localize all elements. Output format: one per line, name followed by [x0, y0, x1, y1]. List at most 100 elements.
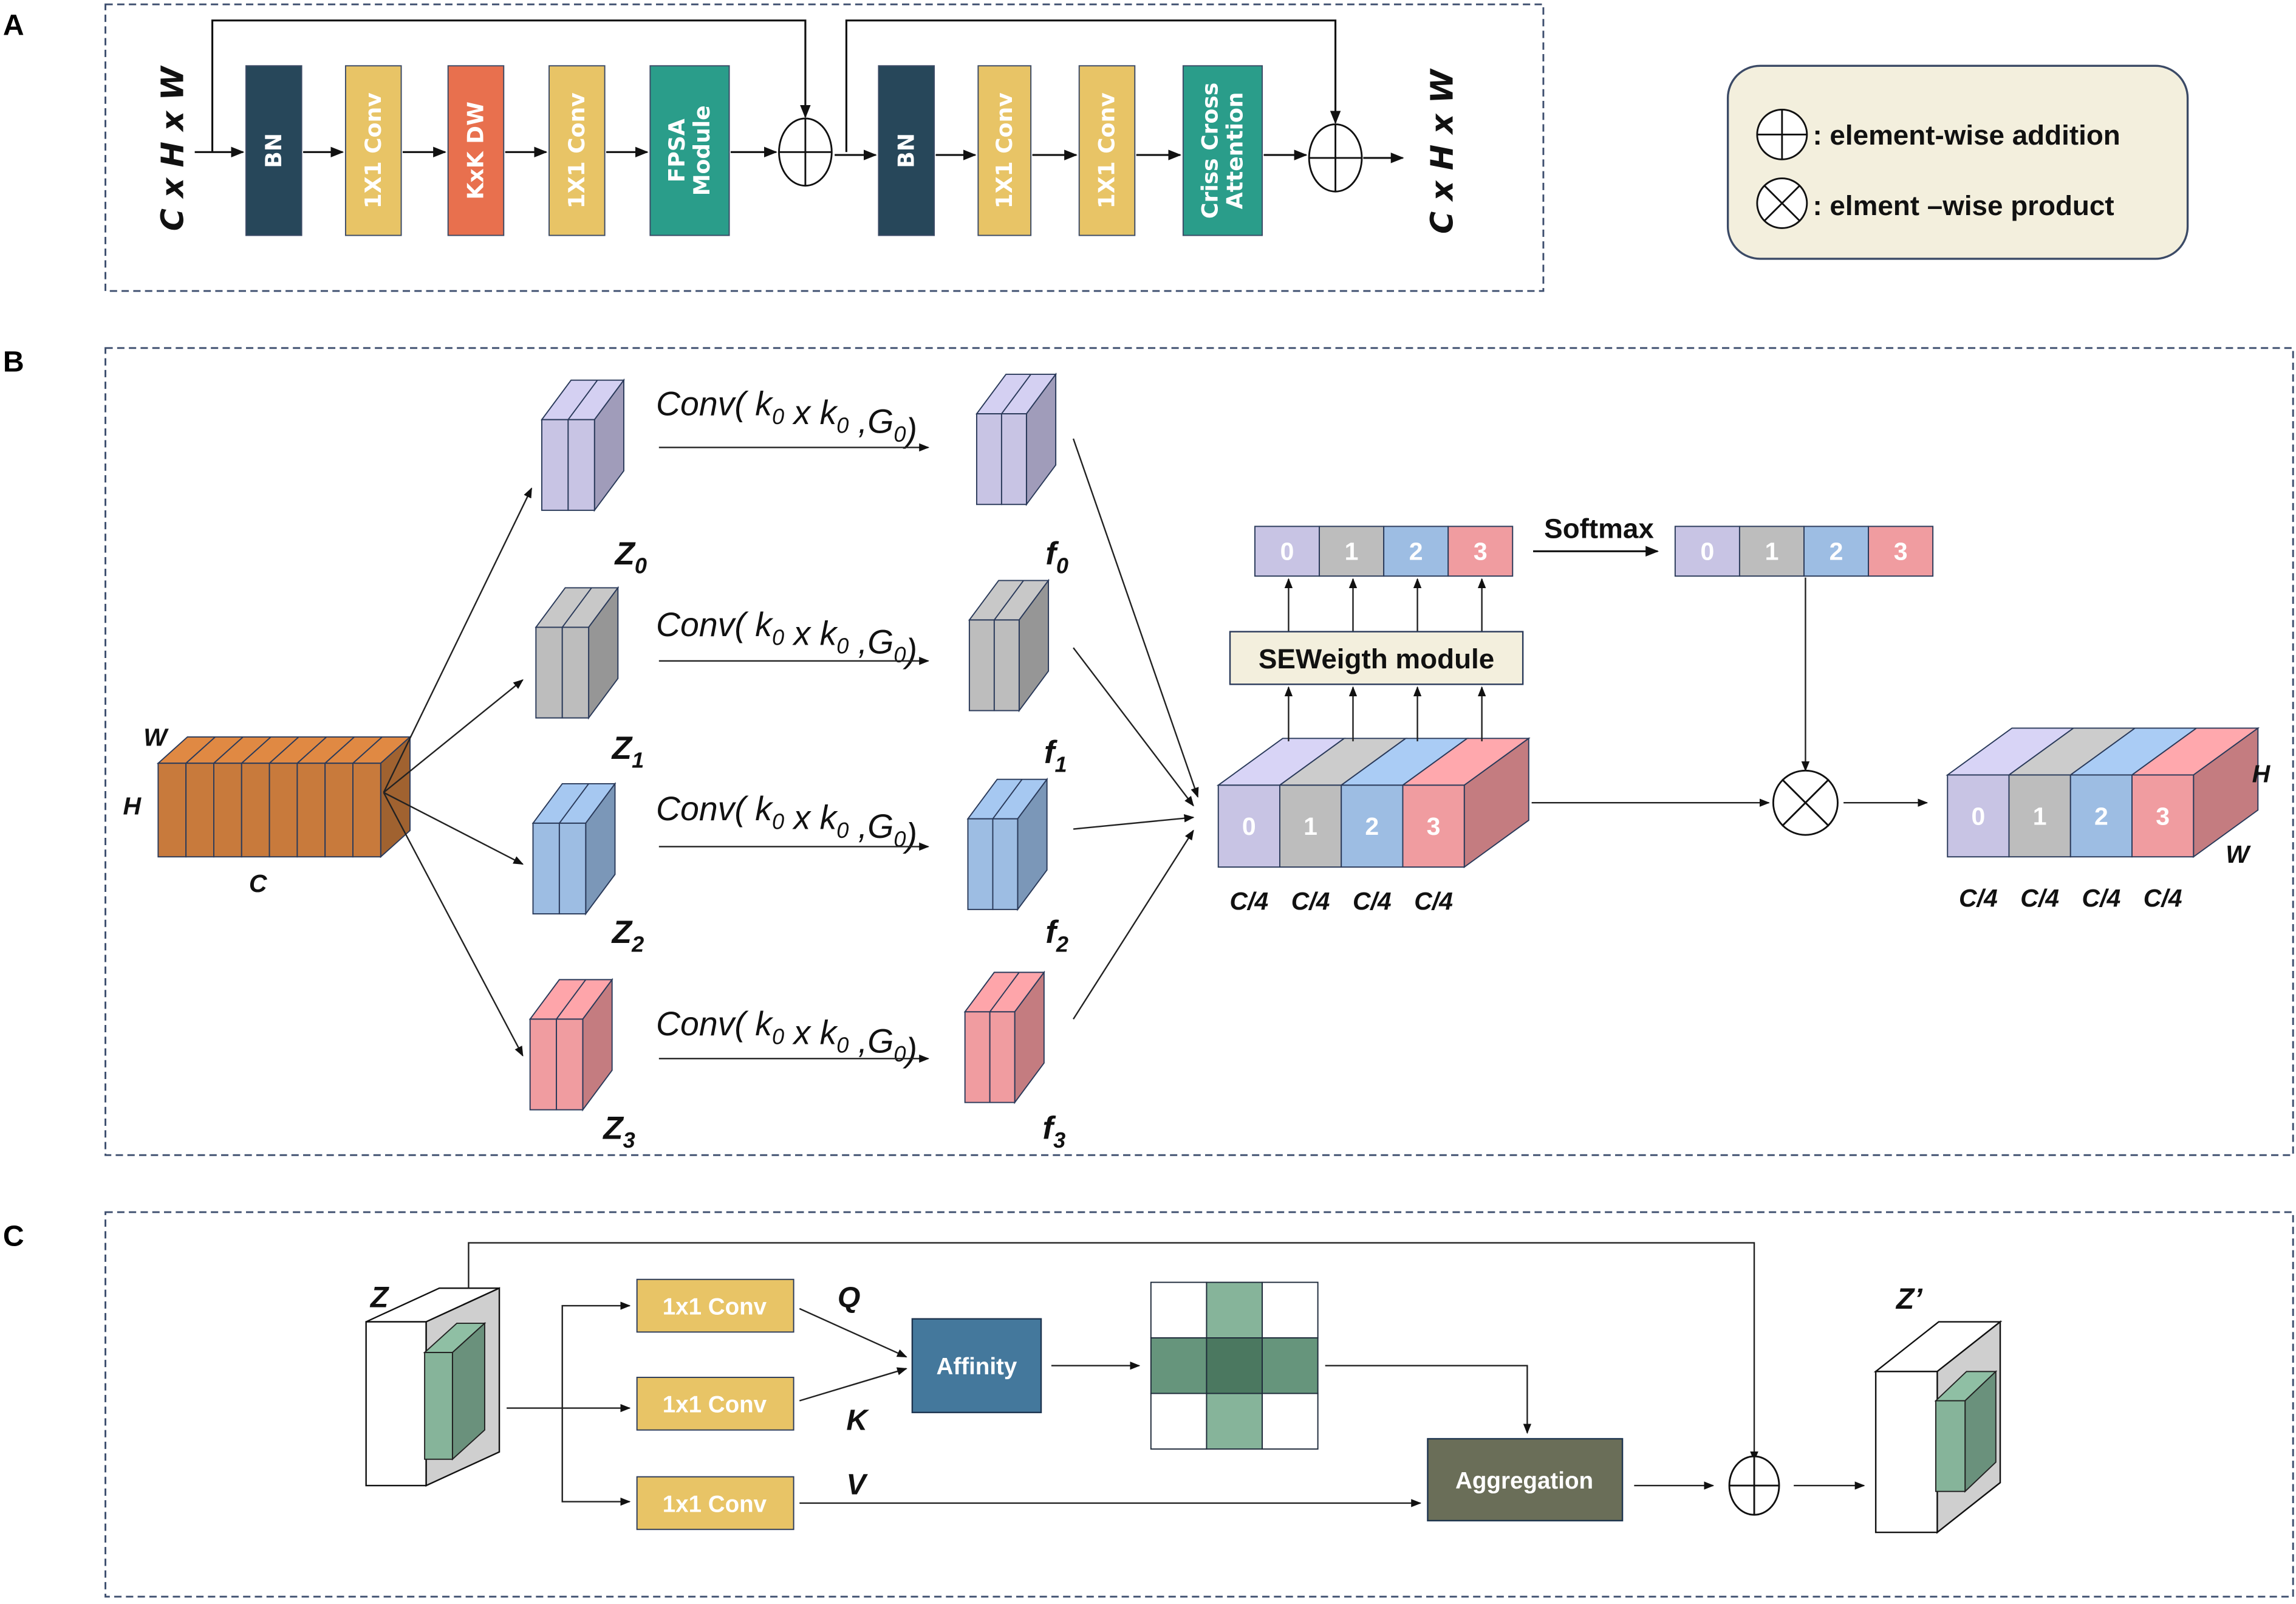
input-feature-map-z	[365, 1287, 501, 1487]
conv-block-label: 1x1 Conv	[663, 1294, 767, 1320]
legend-box	[1726, 64, 2189, 260]
output-dim-w: W	[2226, 840, 2251, 868]
slab-top-divider	[1001, 374, 1031, 414]
block-1x1-conv: 1X1 Conv	[548, 65, 606, 236]
merge-arrow-0	[1072, 438, 1199, 798]
f-label: f3	[1042, 1111, 1065, 1153]
group-width-label: C/4	[2144, 884, 2182, 912]
split-arrow-1	[383, 679, 524, 793]
weight-index-2: 2	[1830, 538, 1843, 566]
aggregation-block	[1427, 1438, 1624, 1522]
slab-front-a	[975, 413, 1002, 506]
input-dim-w: W	[143, 723, 169, 751]
legend-product-text: : elment –wise product	[1813, 190, 2114, 221]
block-label: BN	[893, 133, 919, 168]
conv-label: Conv( k0 x k0 ,G0)	[656, 606, 917, 670]
block-rect	[548, 65, 606, 236]
z-label: Z3	[602, 1111, 635, 1153]
channel-slice	[213, 763, 242, 858]
channel-slice	[241, 763, 270, 858]
group-index-1: 1	[1303, 812, 1317, 840]
slab-front-b	[567, 419, 595, 511]
group-width-label: C/4	[1229, 887, 1268, 915]
addition-operator-c	[1728, 1455, 1780, 1516]
block-rect	[649, 65, 730, 236]
q-arrow	[799, 1308, 907, 1358]
weight-cell-0	[1254, 526, 1321, 577]
channel-slice	[268, 763, 298, 858]
group-front-1	[2008, 774, 2071, 858]
input-dim-h: H	[123, 792, 142, 820]
k-label: K	[846, 1404, 869, 1437]
v-label: V	[846, 1469, 868, 1501]
attention-cell	[1150, 1337, 1208, 1394]
slab-top-divider	[559, 783, 589, 824]
group-width-label: C/4	[1414, 887, 1453, 915]
group-front-3	[1402, 784, 1465, 868]
weight-index-0: 0	[1700, 538, 1714, 566]
merge-arrow-3	[1073, 829, 1194, 1020]
se-arrows	[1284, 578, 1486, 742]
slab-top-divider	[556, 979, 587, 1020]
block-bn: BN	[245, 65, 302, 236]
split-arrow-3	[383, 792, 524, 1057]
slab-front-b	[992, 818, 1019, 910]
block-rect	[878, 65, 935, 236]
group-width-label: C/4	[1291, 887, 1330, 915]
group-front-2	[2069, 774, 2133, 858]
split-arrow-2	[383, 792, 524, 865]
group-width-label: C/4	[2082, 884, 2120, 912]
weight-index-0: 0	[1280, 538, 1294, 566]
panel-a-input-dims: C x H x W	[154, 65, 190, 231]
affinity-block	[911, 1318, 1042, 1413]
group-front-0	[1947, 774, 2010, 858]
block-label: Module	[689, 105, 715, 196]
product-operator	[1772, 769, 1839, 836]
f-label: f1	[1044, 735, 1067, 776]
conv-block-v	[636, 1476, 794, 1530]
group-front-3	[2131, 774, 2195, 858]
block-label: BN	[261, 133, 287, 168]
channel-slice	[324, 763, 354, 858]
conv-block-q	[636, 1278, 794, 1333]
channel-slice	[296, 763, 326, 858]
k-arrow	[799, 1367, 907, 1402]
weight-index-1: 1	[1765, 538, 1779, 566]
slab-front-b	[558, 822, 587, 915]
group-front-1	[1279, 784, 1342, 868]
z-label: Z0	[613, 536, 647, 578]
f-label: f0	[1045, 536, 1068, 578]
block-label: 1X1 Conv	[1094, 92, 1120, 209]
conv-block-label: 1x1 Conv	[663, 1491, 767, 1517]
conv-block-k	[636, 1377, 794, 1431]
block-rect	[1182, 65, 1263, 236]
block-1x1-conv: 1X1 Conv	[1078, 65, 1136, 236]
group-index-0: 0	[1971, 802, 1985, 830]
block-1x1-conv: 1X1 Conv	[977, 65, 1032, 236]
block-label: Criss Cross	[1197, 83, 1223, 219]
concat-group-labels: C/4 C/4 C/4 C/4	[1229, 887, 1453, 915]
merge-arrow-1	[1073, 647, 1194, 807]
slab-front-a	[532, 822, 560, 915]
legend: : element-wise addition : elment –wise p…	[1726, 64, 2189, 260]
output-dim-h: H	[2252, 760, 2271, 788]
slab-top-divider	[994, 580, 1024, 620]
attention-cell	[1206, 1393, 1263, 1450]
block-label: FPSA	[664, 118, 690, 182]
block-rect	[447, 65, 505, 236]
channel-slice	[352, 763, 381, 858]
group-width-label: C/4	[1353, 887, 1392, 915]
panel-c-letter: C	[3, 1219, 24, 1252]
slab-top-divider	[992, 779, 1023, 820]
slab-front-a	[529, 1018, 558, 1111]
block-label: 1X1 Conv	[360, 92, 386, 209]
conv-block-label: 1x1 Conv	[663, 1392, 767, 1418]
weight-index-2: 2	[1409, 538, 1423, 566]
slab-front-b	[1000, 413, 1027, 506]
group-front-2	[1341, 784, 1404, 868]
